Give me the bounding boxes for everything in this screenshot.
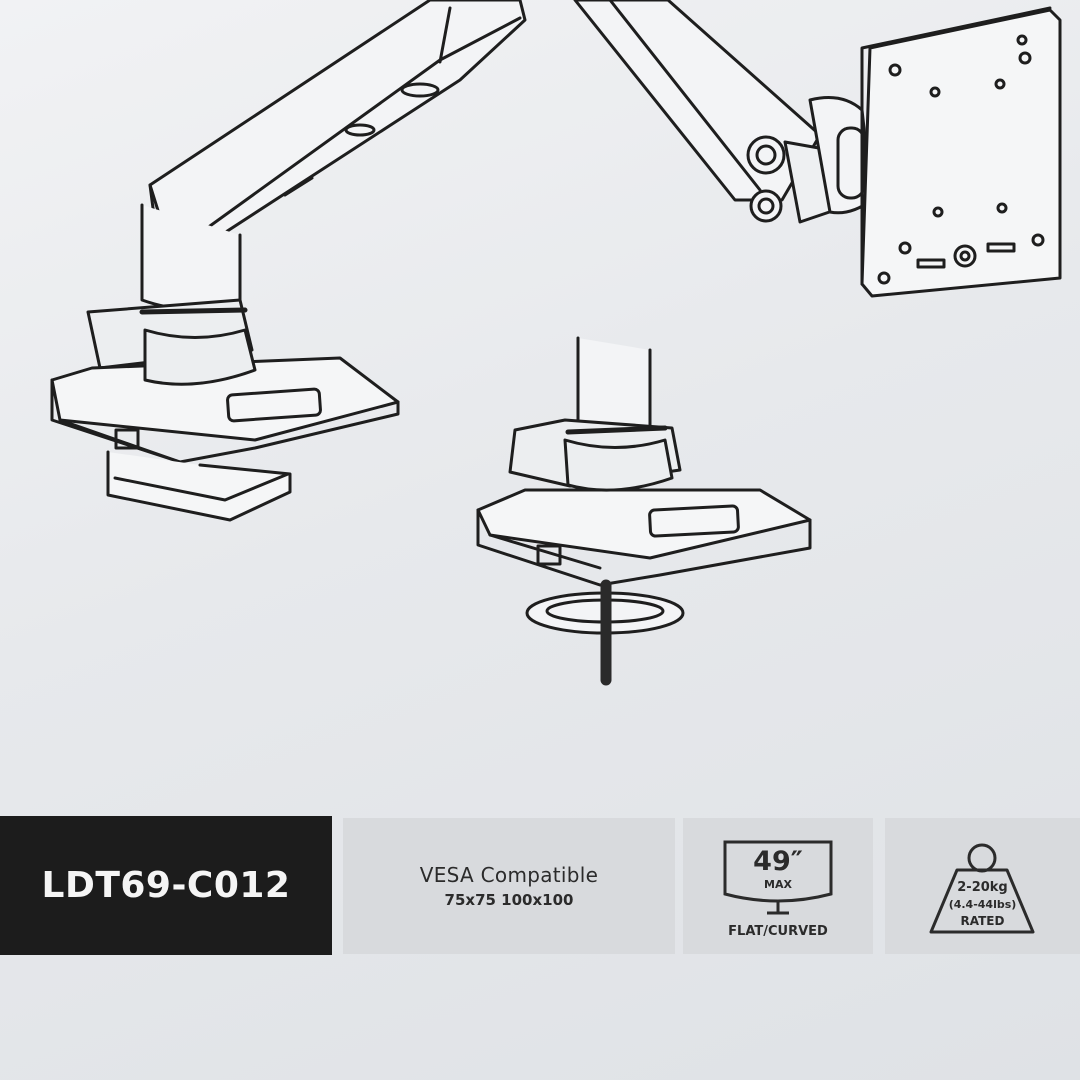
vesa-sizes: 75x75 100x100 bbox=[444, 891, 574, 909]
monitor-arm-illustration bbox=[50, 0, 1062, 686]
grommet-mount bbox=[476, 336, 812, 686]
screen-max-label: MAX bbox=[764, 878, 792, 891]
monitor-icon bbox=[723, 840, 833, 915]
desk-clamp-left bbox=[50, 298, 400, 522]
vesa-panel: VESA Compatible 75x75 100x100 bbox=[343, 818, 675, 954]
screen-type-label: FLAT/CURVED bbox=[728, 924, 828, 939]
model-number: LDT69-C012 bbox=[41, 865, 291, 906]
weight-rated-label: RATED bbox=[960, 914, 1005, 928]
spec-strip: LDT69-C012 VESA Compatible 75x75 100x100… bbox=[0, 812, 1080, 957]
arm-forearm-segment bbox=[573, 0, 874, 224]
screen-size-value: 49″ bbox=[753, 846, 803, 877]
vesa-plate bbox=[860, 6, 1062, 298]
weight-range-lbs: (4.4-44lbs) bbox=[948, 898, 1017, 911]
model-number-box: LDT69-C012 bbox=[0, 816, 332, 955]
vesa-title: VESA Compatible bbox=[419, 863, 599, 887]
weight-panel: 2-20kg (4.4-44lbs) RATED bbox=[885, 818, 1080, 954]
arm-upper-segment bbox=[140, 0, 527, 311]
weight-icon bbox=[929, 843, 1035, 934]
screen-size-panel: 49″ MAX FLAT/CURVED bbox=[683, 818, 873, 954]
weight-range-kg: 2-20kg bbox=[957, 880, 1008, 895]
